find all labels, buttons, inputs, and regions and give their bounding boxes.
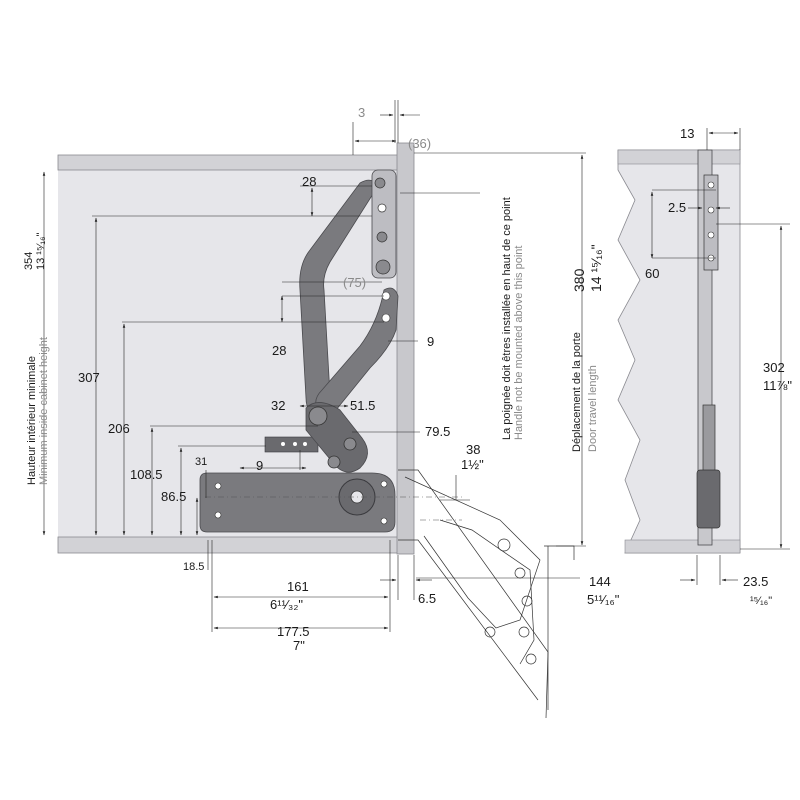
dim-28-upper: 28 (302, 174, 316, 189)
dim-38: 38 (466, 442, 480, 457)
dim-28-lower: 28 (272, 343, 286, 358)
dim-6-5: 6.5 (418, 591, 436, 606)
label-travel-en: Door travel length (587, 365, 599, 452)
dim-177-5: 177.5 (277, 624, 310, 639)
cabinet-side-view (57, 142, 575, 719)
dim-380-inch: 14 ¹⁵⁄₁₆" (588, 244, 604, 292)
dim-60: 60 (645, 266, 659, 281)
dim-302-inch: 11⅞" (763, 378, 792, 393)
label-handle-en: Handle not be mounted above this point (513, 246, 525, 440)
dim-144: 144 (589, 574, 611, 589)
dim-31: 31 (195, 456, 207, 468)
bottom-board (57, 536, 399, 554)
dim-75: (75) (343, 275, 366, 290)
dim-13: 13 (680, 126, 694, 141)
dim-354: 354 (23, 252, 35, 270)
dim-307: 307 (78, 370, 100, 385)
dim-36: (36) (408, 136, 431, 151)
right-dimension-lines (650, 128, 790, 585)
dim-108-5: 108.5 (130, 467, 163, 482)
label-travel-fr: Déplacement de la porte (571, 332, 583, 452)
dim-51-5: 51.5 (350, 398, 375, 413)
door-open-phantom (398, 469, 549, 719)
dimension-lines (42, 100, 586, 632)
dim-177-inch: 7" (293, 638, 305, 653)
dim-161-inch: 6¹¹⁄₃₂" (270, 597, 303, 612)
dim-23-5: 23.5 (743, 574, 768, 589)
dim-3: 3 (358, 105, 365, 120)
dim-32: 32 (271, 398, 285, 413)
dim-18-5: 18.5 (183, 561, 204, 573)
dim-86-5: 86.5 (161, 489, 186, 504)
adjust-tab (264, 436, 319, 453)
cabinet-front-view (617, 149, 741, 554)
label-min-height-en: Minimum inside cabinet height (38, 337, 50, 485)
dim-161: 161 (287, 579, 309, 594)
dim-354-inch: 13 ¹⁵⁄₁₆" (35, 233, 47, 270)
label-min-height-fr: Hauteur intérieur minimale (26, 356, 38, 485)
top-board (57, 154, 399, 171)
dim-2-5: 2.5 (668, 200, 686, 215)
dim-144-inch: 5¹¹⁄₁₆" (587, 592, 620, 607)
door-panel (396, 142, 415, 555)
door-bracket (371, 169, 397, 279)
dim-9-lower: 9 (256, 458, 263, 473)
label-handle-fr: La poignée doit êtres installée en haut … (501, 197, 513, 440)
dim-206: 206 (108, 421, 130, 436)
dim-23-inch: ¹⁵⁄₁₆" (750, 595, 772, 607)
dim-380: 380 (571, 268, 587, 292)
dim-38-inch: 1½" (461, 457, 484, 472)
dim-9-right: 9 (427, 334, 434, 349)
dim-302: 302 (763, 360, 785, 375)
front-lift-housing (696, 469, 721, 529)
dim-79-5: 79.5 (425, 424, 450, 439)
